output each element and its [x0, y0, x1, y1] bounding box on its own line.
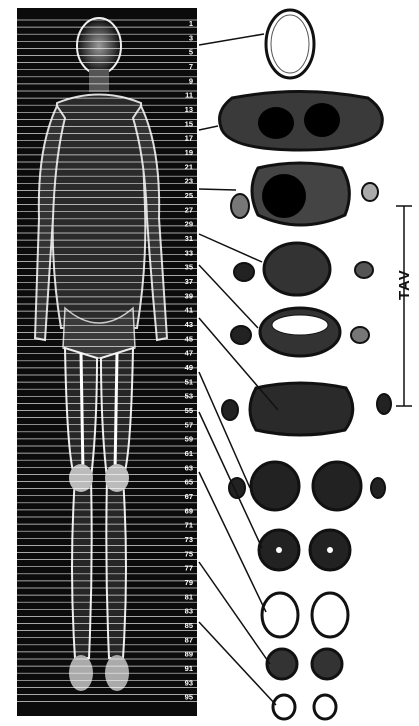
section-knees — [262, 593, 348, 637]
section-mid-thighs — [259, 530, 350, 570]
section-abdomen — [234, 243, 373, 295]
section-upper-thighs — [229, 462, 385, 510]
section-lower-abdomen — [231, 308, 369, 356]
section-upper-thorax — [220, 92, 383, 151]
section-calves — [267, 649, 342, 679]
section-ankles — [273, 695, 336, 719]
tav-label: TAV — [396, 269, 413, 300]
section-head — [266, 10, 314, 78]
section-pelvis — [222, 383, 391, 435]
tav-bracket — [396, 206, 412, 406]
section-lower-thorax — [231, 163, 378, 225]
